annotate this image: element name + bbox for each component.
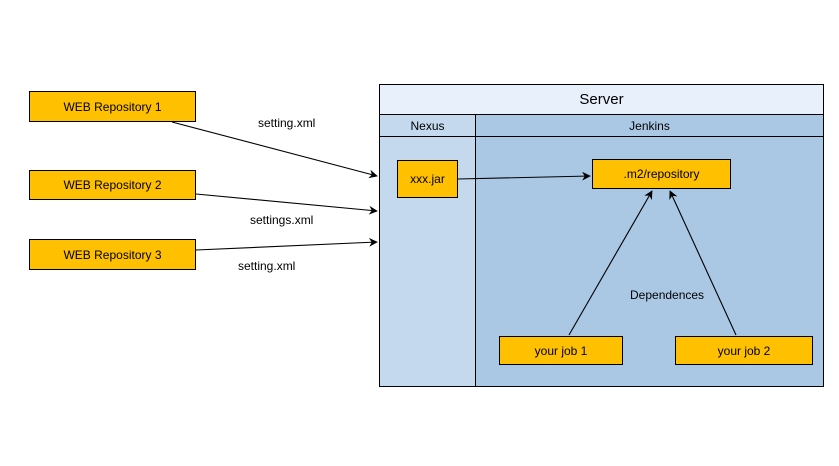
jenkins-header: Jenkins [476,115,823,137]
web-repository-3-node[interactable]: WEB Repository 3 [29,239,196,270]
edge-label-dependences: Dependences [630,288,705,302]
xxx-jar-node[interactable]: xxx.jar [397,160,458,198]
edge-repo1-to-nexus [171,121,378,179]
nexus-header: Nexus [380,115,475,137]
web-repository-2-node[interactable]: WEB Repository 2 [29,170,196,200]
edge-label-repo2: settings.xml [250,213,314,227]
edge-label-repo1: setting.xml [258,116,316,130]
edge-label-repo3: setting.xml [238,259,296,273]
nexus-lane: Nexus [380,115,476,386]
m2-repository-node[interactable]: .m2/repository [592,159,731,189]
server-title: Server [380,85,823,115]
edge-repo2-to-nexus [195,193,378,215]
your-job-1-node[interactable]: your job 1 [499,336,623,365]
web-repository-1-node[interactable]: WEB Repository 1 [29,91,196,122]
your-job-2-node[interactable]: your job 2 [675,336,813,365]
edge-repo3-to-nexus [195,237,378,251]
